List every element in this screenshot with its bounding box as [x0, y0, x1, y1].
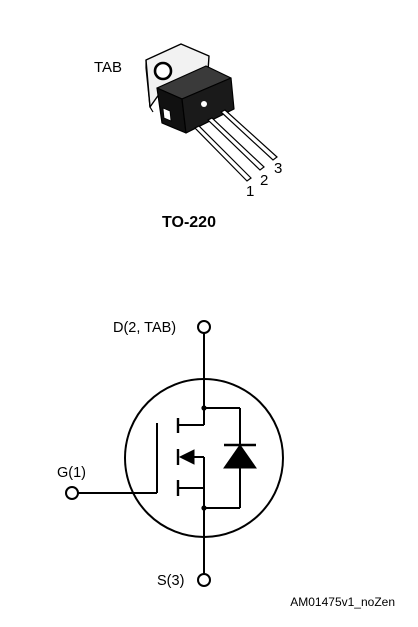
drain-label: D(2, TAB) — [113, 320, 176, 336]
package-ejector-mark — [201, 101, 207, 107]
gate-terminal — [65, 486, 79, 500]
package-body-side — [181, 77, 235, 134]
package-leads — [193, 109, 278, 182]
pin-1-label: 1 — [246, 183, 254, 200]
to220-package-illustration: TAB 1 2 3 TO-220 — [94, 43, 282, 231]
source-label: S(3) — [157, 573, 184, 589]
diode-triangle-icon — [223, 444, 257, 469]
drain-terminal — [197, 320, 211, 334]
gate-label: G(1) — [57, 465, 86, 481]
junction-drain — [201, 405, 207, 411]
body-arrow-icon — [178, 449, 195, 465]
lead-3 — [219, 109, 278, 161]
pin-2-label: 2 — [260, 172, 268, 189]
source-terminal — [197, 573, 211, 587]
lead-2 — [206, 117, 265, 171]
mosfet-schematic — [65, 320, 284, 587]
lead-1 — [193, 125, 252, 182]
tab-mounting-hole — [153, 61, 173, 81]
pin-3-label: 3 — [274, 160, 282, 177]
tab-label: TAB — [94, 59, 122, 76]
package-tab-edge — [145, 60, 154, 113]
drawing-code: AM01475v1_noZen — [290, 595, 395, 609]
package-name: TO-220 — [162, 214, 216, 231]
package-body-notch — [162, 107, 172, 122]
